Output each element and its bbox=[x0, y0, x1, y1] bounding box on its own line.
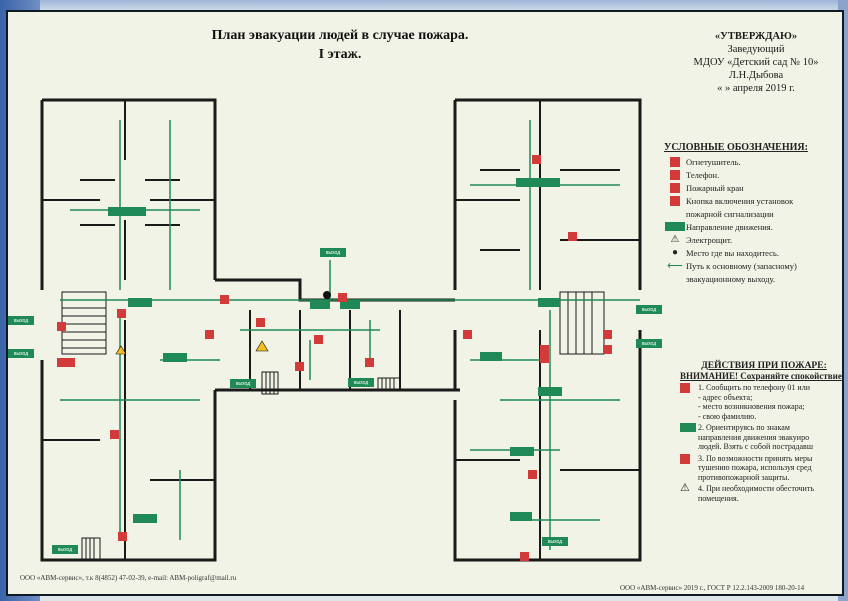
plan-title: План эвакуации людей в случае пожара. I … bbox=[160, 26, 520, 64]
walls bbox=[40, 98, 642, 562]
action-step-line: 3. По возможности принять меры bbox=[698, 453, 813, 463]
exit-sign: выход bbox=[320, 248, 346, 257]
phone-icon bbox=[680, 383, 698, 421]
exit-sign: выход bbox=[52, 545, 78, 554]
fire-hydrant-icon bbox=[664, 182, 686, 193]
direction-signs bbox=[108, 178, 562, 523]
legend-item-label: Направление движения. bbox=[686, 221, 773, 232]
action-step: 1. Сообщить по телефону 01 или - адрес о… bbox=[680, 383, 848, 421]
approval-line4: « » апреля 2019 г. bbox=[717, 83, 795, 94]
direction-arrow-icon bbox=[664, 222, 686, 231]
legend-item-label: Телефон. bbox=[686, 169, 720, 180]
alarm-button-icon bbox=[664, 195, 686, 206]
action-step-line: противопожарной защиты. bbox=[698, 472, 790, 482]
legend-item-label: Путь к основному (запасному) bbox=[686, 260, 797, 271]
approval-line1: Заведующий bbox=[727, 44, 785, 55]
you-are-here-icon: ● bbox=[671, 247, 679, 258]
legend-item: ⚠ Электрощит. bbox=[664, 233, 848, 246]
legend-item-label: Электрощит. bbox=[686, 234, 733, 245]
legend-item: Огнетушитель. bbox=[664, 155, 848, 168]
approval-heading: «УТВЕРЖДАЮ» bbox=[714, 31, 798, 42]
action-step-line: - адрес объекта; bbox=[698, 392, 753, 402]
legend: УСЛОВНЫЕ ОБОЗНАЧЕНИЯ: Огнетушитель. Теле… bbox=[664, 142, 848, 285]
legend-item: пожарной сигнализации bbox=[664, 207, 848, 220]
exit-sign: выход bbox=[8, 316, 34, 325]
action-step-line: - место возникновения пожара; bbox=[698, 402, 805, 411]
plan-title-line2: I этаж. bbox=[318, 47, 362, 62]
fire-extinguisher-icon bbox=[680, 453, 698, 483]
exit-sign: выход bbox=[636, 339, 662, 348]
legend-item: Кнопка включения установок bbox=[664, 194, 848, 207]
action-step: 3. По возможности принять меры тушению п… bbox=[680, 453, 848, 483]
legend-heading: УСЛОВНЫЕ ОБОЗНАЧЕНИЯ: bbox=[664, 142, 808, 153]
electric-panel-icon: ⚠ bbox=[680, 482, 690, 494]
you-are-here-marker bbox=[323, 291, 331, 299]
action-step-line: направления движения эвакуиро bbox=[698, 432, 810, 442]
approval-line3: Л.Н.Дыбова bbox=[728, 70, 784, 81]
exit-sign: выход bbox=[8, 349, 34, 358]
direction-arrow-icon bbox=[680, 423, 698, 452]
legend-item: ⟵ Путь к основному (запасному) bbox=[664, 259, 848, 272]
plan-title-line1: План эвакуации людей в случае пожара. bbox=[211, 28, 469, 43]
phone-icon bbox=[664, 169, 686, 180]
staircase-left bbox=[61, 291, 107, 355]
action-step-line: людей. Взять с собой пострадавш bbox=[698, 442, 813, 451]
exit-sign: выход bbox=[230, 379, 256, 388]
staircase-right bbox=[559, 291, 605, 355]
fire-extinguisher-icon bbox=[664, 156, 686, 167]
action-step: 2. Ориентируясь по знакам направления дв… bbox=[680, 423, 848, 452]
staircase-bottom bbox=[81, 371, 401, 561]
legend-item-label: эвакуационному выходу. bbox=[686, 273, 776, 284]
electric-panel-marker bbox=[255, 340, 269, 352]
legend-item: ● Место где вы находитесь. bbox=[664, 246, 848, 259]
actions-heading: ДЕЙСТВИЯ ПРИ ПОЖАРЕ: bbox=[701, 361, 827, 371]
electric-panel-marker-2 bbox=[115, 345, 127, 355]
legend-item-label: Огнетушитель. bbox=[686, 156, 741, 167]
approval-block: «УТВЕРЖДАЮ» Заведующий МДОУ «Детский сад… bbox=[664, 30, 848, 95]
action-step: ⚠ 4. При необходимости обесточить помеще… bbox=[680, 482, 848, 503]
action-step-line: 1. Сообщить по телефону 01 или bbox=[698, 383, 810, 392]
footer-left: ООО «АВМ-сервис», т.к 8(4852) 47-02-39, … bbox=[20, 574, 237, 582]
electric-panel-icon: ⚠ bbox=[670, 234, 680, 245]
actions-subheading: ВНИМАНИЕ! Сохраняйте спокойствие bbox=[680, 370, 842, 381]
action-step-line: 4. При необходимости обесточить bbox=[698, 484, 814, 493]
legend-item: Телефон. bbox=[664, 168, 848, 181]
approval-line2: МДОУ «Детский сад № 10» bbox=[693, 57, 819, 68]
legend-item-label: пожарной сигнализации bbox=[686, 208, 774, 219]
legend-item: Направление движения. bbox=[664, 220, 848, 233]
exit-sign: выход bbox=[636, 305, 662, 314]
fire-actions: ДЕЙСТВИЯ ПРИ ПОЖАРЕ: ВНИМАНИЕ! Сохраняйт… bbox=[680, 361, 848, 503]
action-step-line: 2. Ориентируясь по знакам bbox=[698, 423, 790, 432]
action-step-line: - свою фамилию. bbox=[698, 411, 757, 421]
legend-item: эвакуационному выходу. bbox=[664, 272, 848, 285]
legend-item-label: Пожарный кран bbox=[686, 182, 744, 193]
exit-sign: выход bbox=[348, 378, 374, 387]
action-step-line: тушению пожара, используя сред bbox=[698, 463, 812, 472]
legend-item-label: Место где вы находитесь. bbox=[686, 247, 779, 258]
fire-equipment-markers bbox=[57, 155, 612, 561]
evacuation-path-icon: ⟵ bbox=[667, 260, 683, 272]
legend-item-label: Кнопка включения установок bbox=[686, 195, 794, 206]
exit-sign: выход bbox=[542, 537, 568, 546]
footer-right: ООО «АВМ-сервис» 2019 г., ГОСТ Р 12.2.14… bbox=[620, 584, 805, 592]
action-step-line: помещения. bbox=[698, 493, 739, 503]
legend-item: Пожарный кран bbox=[664, 181, 848, 194]
